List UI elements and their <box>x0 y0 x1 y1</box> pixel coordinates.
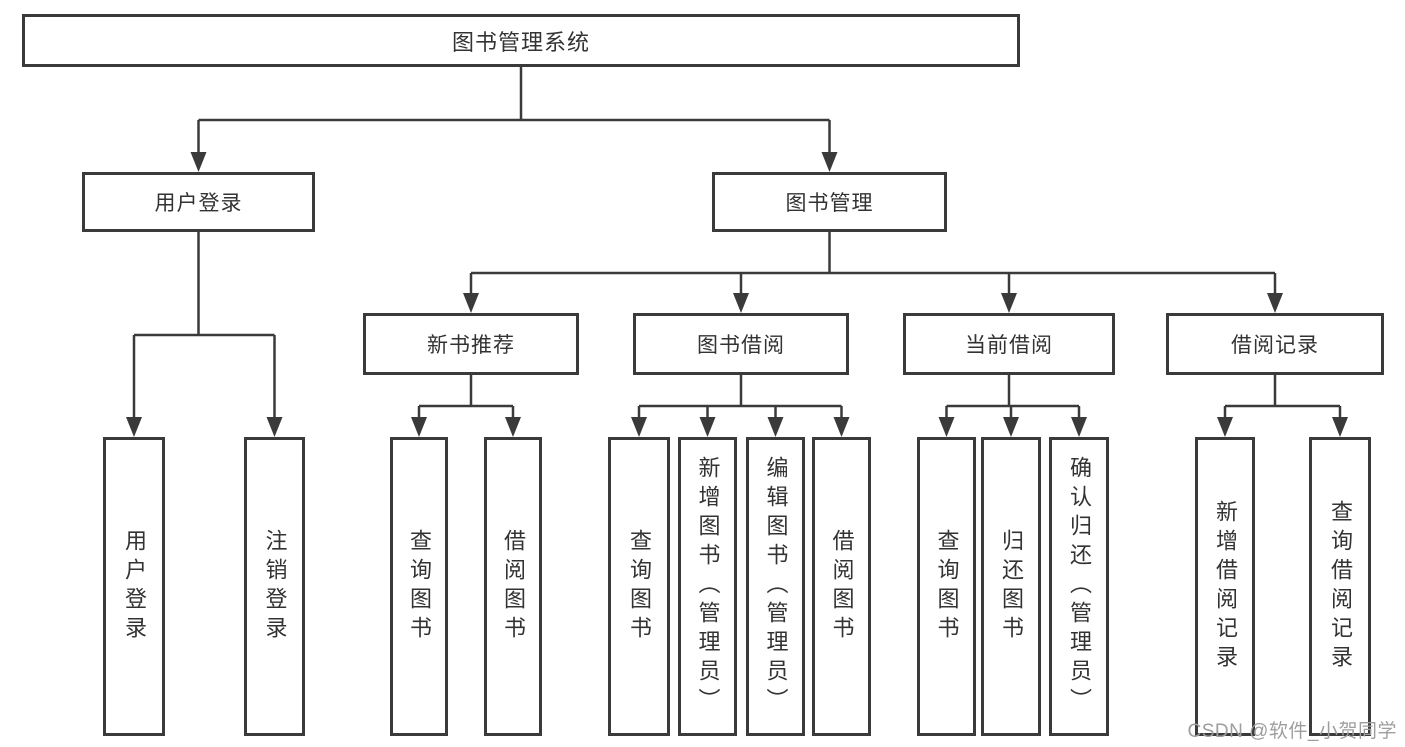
leaf-label: 新增图书（管理员） <box>695 456 721 717</box>
node-new-book-recommend: 新书推荐 <box>363 313 579 375</box>
leaf-label: 借阅图书 <box>829 528 855 645</box>
leaf-label: 查询借阅记录 <box>1328 499 1353 674</box>
leaf-return-books: 归还图书 <box>981 437 1041 736</box>
leaf-add-borrow-record: 新增借阅记录 <box>1195 437 1255 736</box>
leaf-query-books-borrow: 查询图书 <box>608 437 670 736</box>
leaf-confirm-return-admin: 确认归还（管理员） <box>1049 437 1109 736</box>
leaf-label: 借阅图书 <box>501 528 526 645</box>
leaf-query-books-recommend: 查询图书 <box>390 437 448 736</box>
leaf-label: 查询图书 <box>407 528 432 645</box>
leaf-label: 归还图书 <box>999 528 1024 645</box>
csdn-watermark: CSDN @软件_小贺同学 <box>1187 721 1397 742</box>
leaf-label: 编辑图书（管理员） <box>763 456 789 717</box>
leaf-label: 确认归还（管理员） <box>1067 456 1092 717</box>
leaf-logout: 注销登录 <box>244 437 305 736</box>
node-root-library-system: 图书管理系统 <box>22 14 1020 67</box>
leaf-query-borrow-record: 查询借阅记录 <box>1309 437 1371 736</box>
leaf-label: 用户登录 <box>122 528 147 645</box>
node-book-borrow: 图书借阅 <box>633 313 849 375</box>
leaf-label: 注销登录 <box>262 528 288 645</box>
leaf-label: 新增借阅记录 <box>1213 499 1238 674</box>
leaf-borrow-books-borrow: 借阅图书 <box>812 437 871 736</box>
node-current-borrow: 当前借阅 <box>903 313 1115 375</box>
leaf-label: 查询图书 <box>934 528 960 645</box>
node-book-management: 图书管理 <box>712 172 947 232</box>
leaf-user-login: 用户登录 <box>103 437 165 736</box>
leaf-borrow-books-recommend: 借阅图书 <box>484 437 542 736</box>
leaf-label: 查询图书 <box>627 528 652 645</box>
leaf-add-books-admin: 新增图书（管理员） <box>678 437 737 736</box>
leaf-edit-books-admin: 编辑图书（管理员） <box>746 437 805 736</box>
node-user-login: 用户登录 <box>82 172 315 232</box>
leaf-query-books-current: 查询图书 <box>917 437 976 736</box>
arrowheads <box>126 152 1348 437</box>
node-borrow-records: 借阅记录 <box>1166 313 1384 375</box>
